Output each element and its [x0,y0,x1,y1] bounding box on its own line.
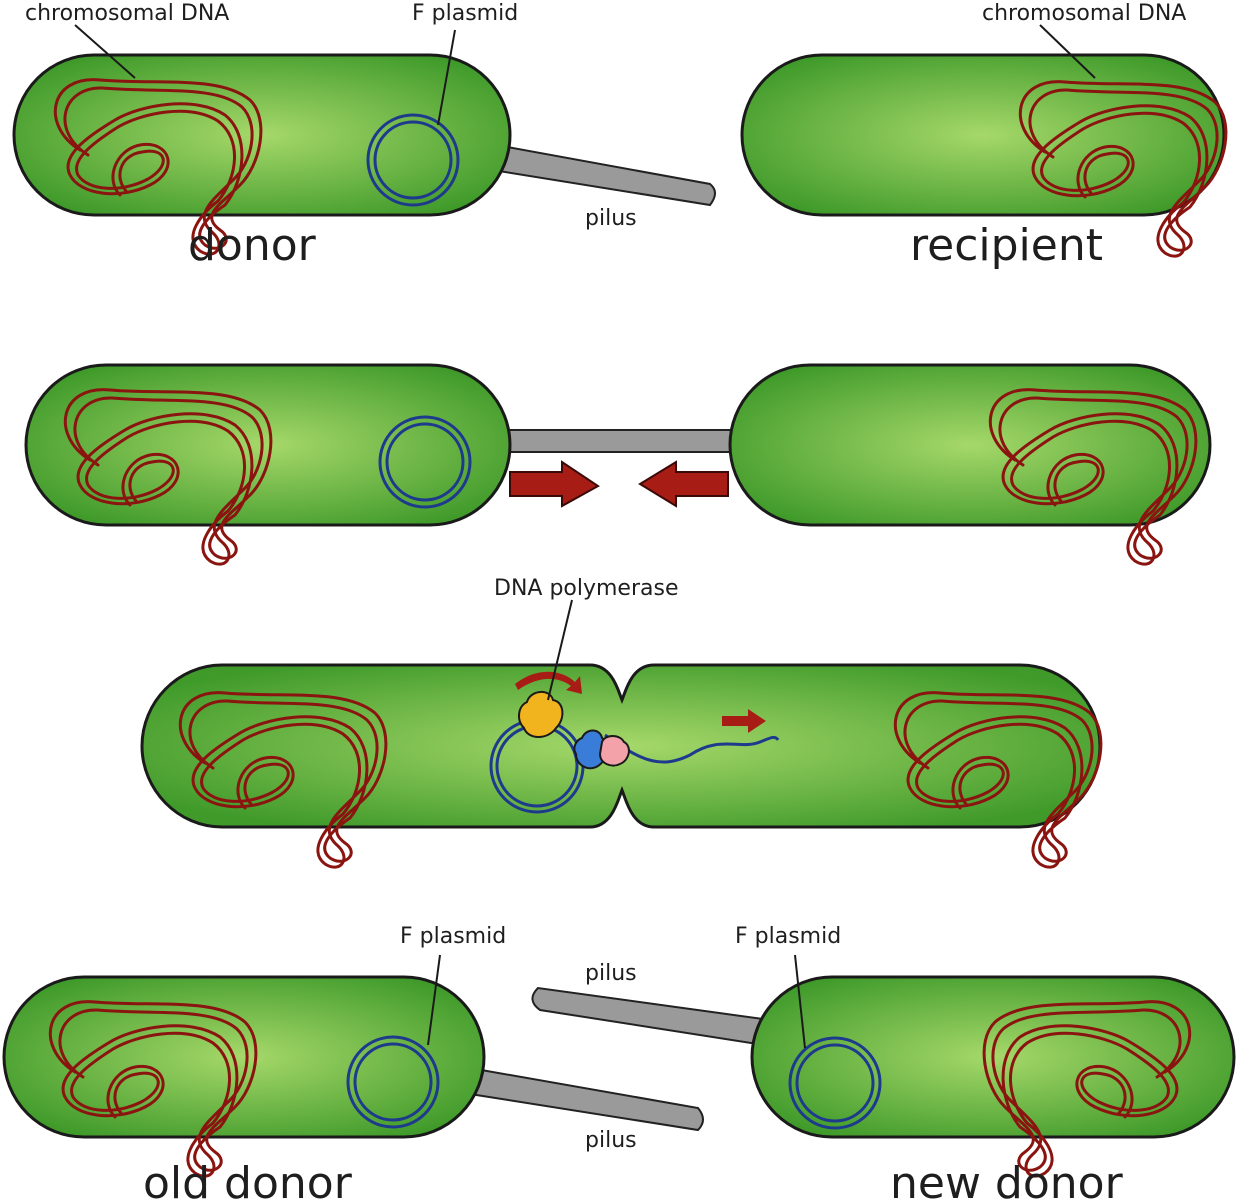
f-plasmid-label: F plasmid [400,924,506,949]
old-donor-cell [2,975,486,1139]
leader-line [427,954,441,1046]
pilus [489,429,751,453]
arrow-left [638,460,729,508]
leader-line [437,29,456,126]
donor-cell [24,363,512,527]
recipient-cell [740,53,1226,217]
leader-line [547,599,573,701]
stage-1: chromosomal DNA F plasmid chromosomal DN… [12,1,1228,271]
pilus [469,1066,704,1132]
stage-3: DNA polymerase [140,576,1103,869]
old-donor-label: old donor [143,1158,353,1200]
pilus-label: pilus [585,961,637,986]
dna-polymerase-label: DNA polymerase [494,576,679,601]
rotation-arrow [515,671,582,694]
pilus [479,140,716,207]
f-plasmid-label: F plasmid [412,1,518,26]
pilus [531,986,771,1048]
leader-line [74,24,136,79]
transfer-direction-arrow [722,709,766,733]
leader-line [794,954,806,1049]
relaxase-protein [573,729,608,770]
transferred-dna-strand [604,733,780,764]
arrow-right [509,460,600,508]
pilus-label: pilus [585,1128,637,1153]
f-plasmid-label: F plasmid [735,924,841,949]
dna-polymerase [518,691,564,738]
recipient-label: recipient [910,220,1103,271]
chromosomal-dna-label: chromosomal DNA [982,1,1186,26]
new-donor-label: new donor [890,1158,1124,1200]
donor-label: donor [188,220,317,271]
stage-2 [24,363,1212,566]
pilus-label: pilus [585,206,637,231]
recipient-cell [728,363,1212,527]
relaxase-protein [598,735,630,767]
leader-line [1039,24,1096,79]
chromosomal-dna-label: chromosomal DNA [25,1,229,26]
stage-4: F plasmid F plasmid pilus pilus old dono… [2,924,1236,1200]
